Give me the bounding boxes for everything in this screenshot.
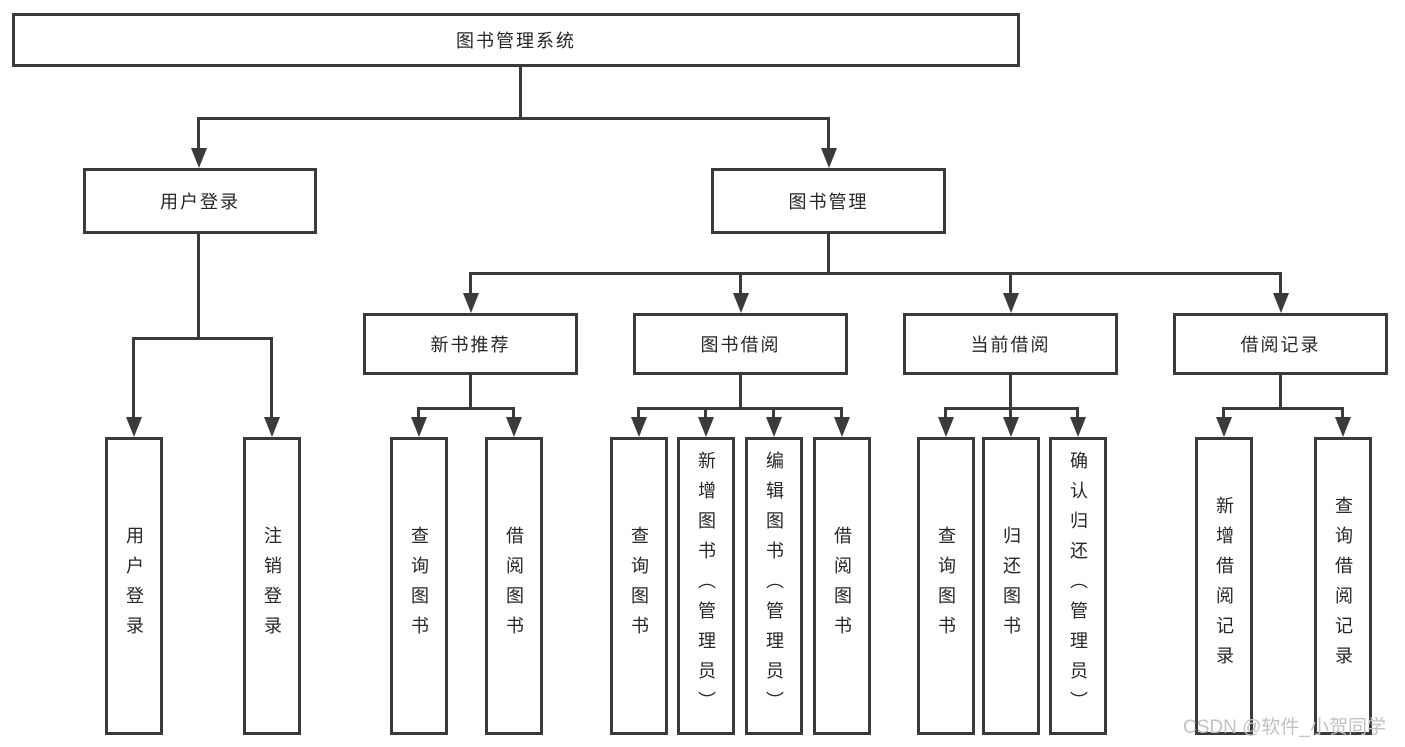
leaf-label: 借阅图书 (832, 526, 852, 646)
leaf-label: 借阅图书 (504, 526, 524, 646)
node-new-book-recommendation: 新书推荐 (363, 313, 578, 375)
connector-root-bar (197, 117, 830, 120)
leaf-return-book: 归还图书 (982, 437, 1040, 735)
node-book-management: 图书管理 (711, 168, 946, 234)
connector-book-management-stem (827, 234, 830, 272)
connector-borrowing-stem (739, 375, 742, 407)
leaf-borrow-books-recommend: 借阅图书 (485, 437, 543, 735)
arrow-down-icon (704, 407, 707, 417)
arrow-down-icon (197, 117, 200, 148)
arrow-down-icon (1009, 272, 1012, 293)
leaf-label: 查询图书 (629, 526, 649, 646)
connector-records-stem (1279, 375, 1282, 407)
leaf-borrow-books-borrowing: 借阅图书 (813, 437, 871, 735)
connector-records-bar (1222, 407, 1343, 410)
leaf-label: 归还图书 (1001, 526, 1021, 646)
leaf-logout: 注销登录 (243, 437, 301, 735)
node-user-login: 用户登录 (83, 168, 317, 234)
arrow-down-icon (270, 337, 273, 417)
leaf-user-login: 用户登录 (105, 437, 163, 735)
connector-user-login-stem (197, 234, 200, 337)
arrow-down-icon (1076, 407, 1079, 417)
node-root: 图书管理系统 (12, 13, 1020, 67)
leaf-query-borrow-record: 查询借阅记录 (1314, 437, 1372, 735)
leaf-query-books-borrowing: 查询图书 (610, 437, 668, 735)
arrow-down-icon (512, 407, 515, 417)
arrow-down-icon (1222, 407, 1225, 417)
leaf-label: 新增图书（管理员） (696, 451, 716, 721)
arrow-down-icon (840, 407, 843, 417)
connector-root-stem (519, 67, 522, 117)
arrow-down-icon (469, 272, 472, 293)
leaf-label: 新增借阅记录 (1214, 496, 1234, 676)
arrow-down-icon (1009, 407, 1012, 417)
arrow-down-icon (132, 337, 135, 417)
leaf-label: 查询图书 (936, 526, 956, 646)
leaf-label: 用户登录 (124, 526, 144, 646)
leaf-label: 注销登录 (262, 526, 282, 646)
arrow-down-icon (417, 407, 420, 417)
leaf-label: 编辑图书（管理员） (764, 451, 784, 721)
connector-borrowing-bar (637, 407, 843, 410)
connector-current-stem (1009, 375, 1012, 407)
arrow-down-icon (944, 407, 947, 417)
node-current-borrowing: 当前借阅 (903, 313, 1118, 375)
node-book-borrowing: 图书借阅 (633, 313, 848, 375)
arrow-down-icon (739, 272, 742, 293)
leaf-query-books-recommend: 查询图书 (390, 437, 448, 735)
leaf-confirm-return-admin: 确认归还（管理员） (1049, 437, 1107, 735)
leaf-label: 确认归还（管理员） (1068, 451, 1088, 721)
leaf-query-books-current: 查询图书 (917, 437, 975, 735)
arrow-down-icon (1341, 407, 1344, 417)
arrow-down-icon (772, 407, 775, 417)
arrow-down-icon (637, 407, 640, 417)
connector-book-management-bar (469, 272, 1282, 275)
arrow-down-icon (827, 117, 830, 148)
node-borrowing-records: 借阅记录 (1173, 313, 1388, 375)
connector-new-book-bar (418, 407, 515, 410)
leaf-edit-book-admin: 编辑图书（管理员） (745, 437, 803, 735)
arrow-down-icon (1279, 272, 1282, 293)
leaf-label: 查询借阅记录 (1333, 496, 1353, 676)
connector-user-login-bar (133, 337, 273, 340)
csdn-watermark: CSDN @软件_小贺同学 (1183, 717, 1386, 738)
leaf-add-book-admin: 新增图书（管理员） (677, 437, 735, 735)
leaf-label: 查询图书 (409, 526, 429, 646)
leaf-add-borrow-record: 新增借阅记录 (1195, 437, 1253, 735)
connector-new-book-stem (469, 375, 472, 407)
